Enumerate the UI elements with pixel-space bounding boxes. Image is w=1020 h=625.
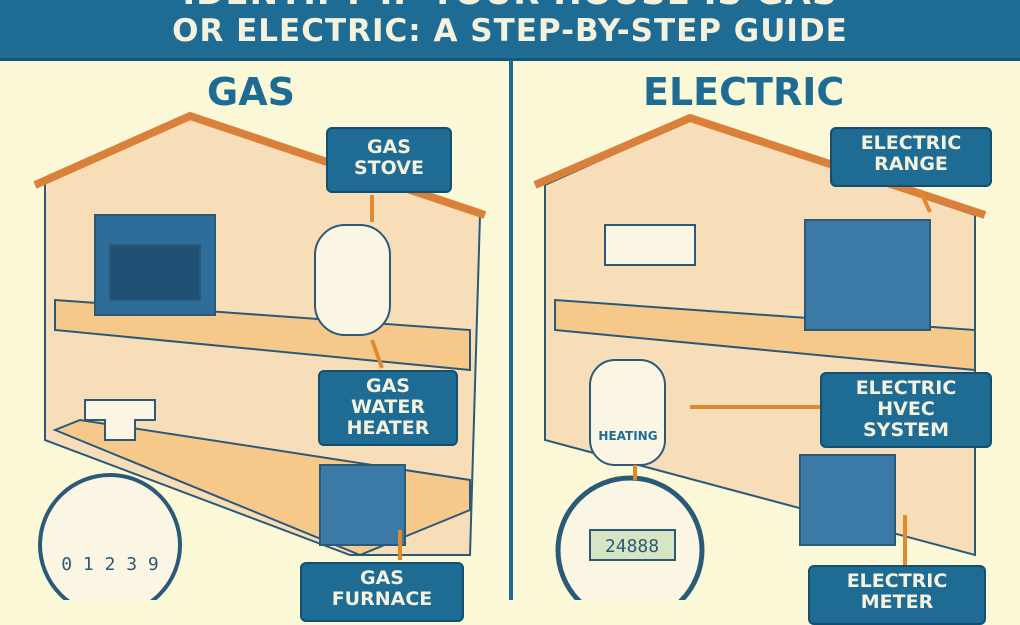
gas-stove-callout: GAS STOVE: [326, 127, 452, 193]
electric-heading: ELECTRIC: [643, 70, 845, 114]
electric-range-icon: [804, 219, 931, 331]
water-heater-icon: [314, 224, 391, 336]
furnace-icon: [319, 464, 406, 546]
electric-range-callout: ELECTRIC RANGE: [830, 127, 992, 187]
title-banner: IDENTIFY IF YOUR HOUSE IS GAS OR ELECTRI…: [0, 0, 1020, 61]
electric-meter-callout: ELECTRIC METER: [808, 565, 986, 625]
toilet-icon: [84, 399, 156, 441]
title-line-2: OR ELECTRIC: A STEP-BY-STEP GUIDE: [172, 13, 848, 49]
gas-meter-icon: [38, 473, 182, 600]
title-line-1: IDENTIFY IF YOUR HOUSE IS GAS: [0, 0, 1020, 10]
electric-meter-display: 24888: [605, 536, 659, 557]
gas-water-heater-callout: GAS WATER HEATER: [318, 370, 458, 446]
divider: [509, 60, 513, 600]
sink-icon: [604, 224, 696, 266]
electric-heater-icon: [589, 359, 666, 466]
house-illustrations: 0 1 2 3 9 HEATING 24888: [33, 111, 987, 600]
electric-hvac-callout: ELECTRIC HVEC SYSTEM: [820, 372, 992, 448]
gas-heading: GAS: [207, 70, 295, 114]
gas-meter-digits: 0 1 2 3 9: [61, 554, 159, 575]
hvac-unit-icon: [799, 454, 896, 546]
arrows: [370, 189, 932, 565]
gas-furnace-callout: GAS FURNACE: [300, 562, 464, 622]
electric-house: [533, 113, 987, 600]
heater-label: HEATING: [598, 429, 657, 443]
